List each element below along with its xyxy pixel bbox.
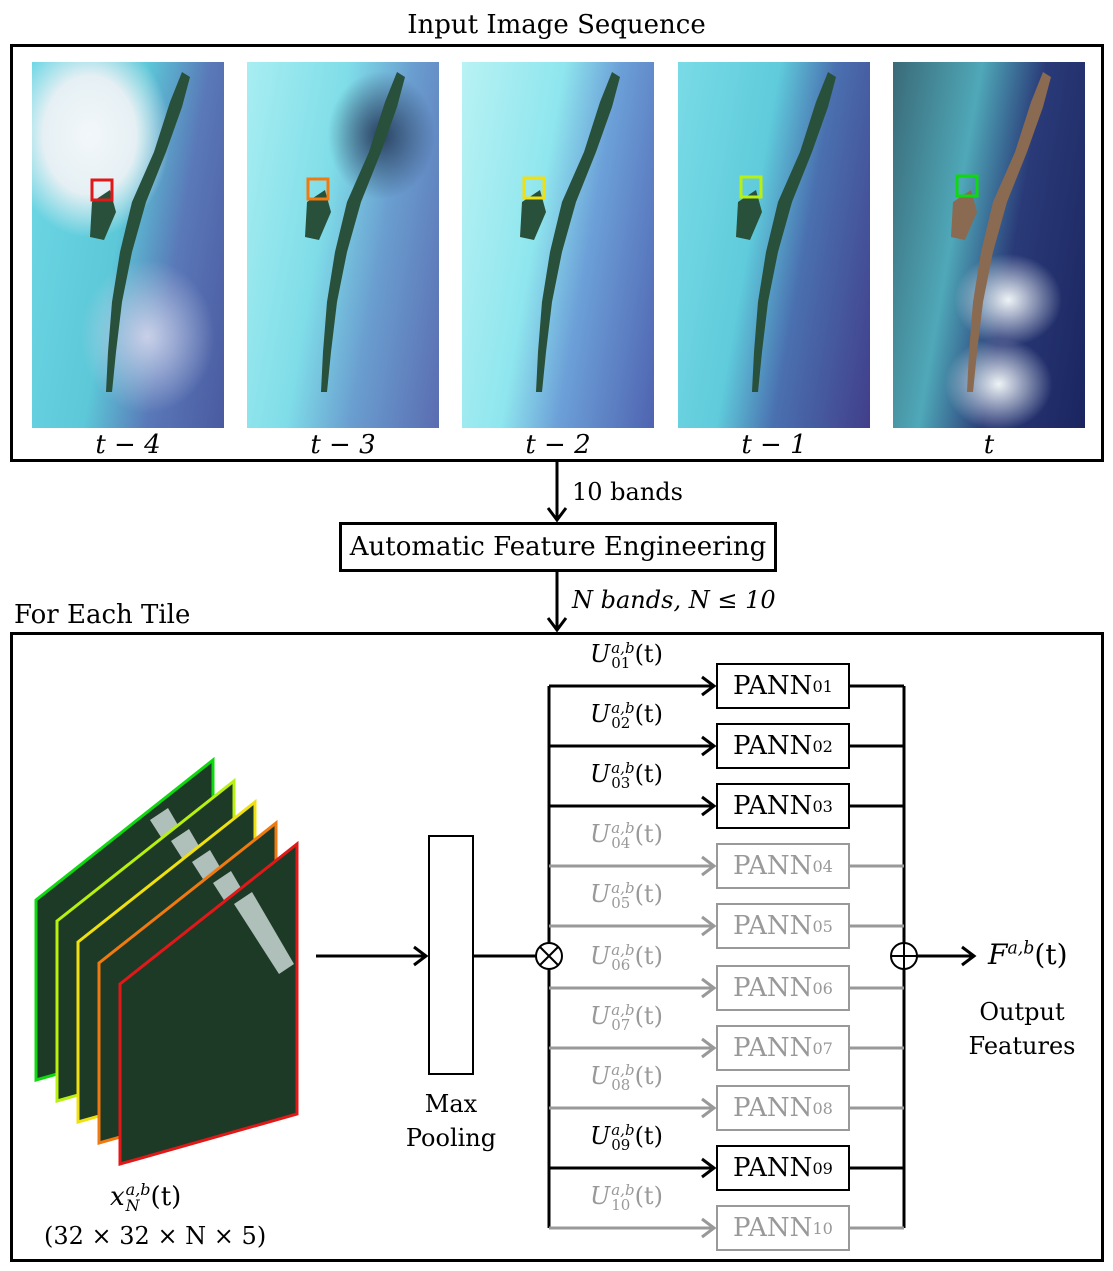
max-pooling-box [428, 835, 474, 1075]
tile-title: For Each Tile [14, 600, 191, 630]
sequence-frame [10, 44, 1104, 462]
branch-arrowhead [701, 795, 717, 817]
branch-arrowhead [701, 1157, 717, 1179]
time-label: t − 4 [95, 430, 161, 460]
time-label: t − 3 [310, 430, 376, 460]
tile-frame [10, 632, 1104, 1262]
satellite-image [893, 62, 1085, 428]
output-arrowhead [961, 945, 977, 967]
satellite-image [678, 62, 870, 428]
output-symbol: Fa,b(t) [988, 938, 1068, 971]
branch-arrowhead [701, 1217, 717, 1239]
island-shape [951, 72, 1051, 392]
island-shape [90, 72, 190, 392]
branch-arrowhead [701, 855, 717, 877]
tile-dims-label: (32 × 32 × N × 5) [44, 1222, 267, 1250]
max-pooling-label-1: Max [424, 1090, 478, 1118]
time-label: t − 1 [741, 430, 807, 460]
satellite-image [32, 62, 224, 428]
tile-highlight [234, 892, 294, 974]
time-label: t − 2 [525, 430, 591, 460]
arrow-n-bands-label: N bands, N ≤ 10 [572, 586, 776, 614]
max-pooling-label-2: Pooling [405, 1124, 497, 1152]
branch-arrowhead [701, 735, 717, 757]
arrow-to-pool-head [413, 945, 429, 967]
branch-arrowhead [701, 1097, 717, 1119]
feature-engineering-box: Automatic Feature Engineering [339, 522, 777, 572]
island-shape [305, 72, 405, 392]
arrow-n-bands [546, 572, 568, 633]
satellite-image [462, 62, 654, 428]
time-label: t [983, 430, 995, 460]
branch-arrowhead [701, 977, 717, 999]
arrow-10-bands [546, 462, 568, 523]
output-label-1: Output [979, 998, 1065, 1026]
output-label-2: Features [968, 1032, 1076, 1060]
branch-arrowhead [701, 675, 717, 697]
tile-diagram [34, 675, 977, 1239]
branch-arrowhead [701, 1037, 717, 1059]
satellite-image [247, 62, 439, 428]
arrow-10-bands-label: 10 bands [572, 478, 683, 506]
sequence-title: Input Image Sequence [407, 10, 706, 40]
island-shape [736, 72, 836, 392]
branch-arrowhead [701, 915, 717, 937]
multiply-x2 [539, 946, 559, 966]
island-shape [520, 72, 620, 392]
